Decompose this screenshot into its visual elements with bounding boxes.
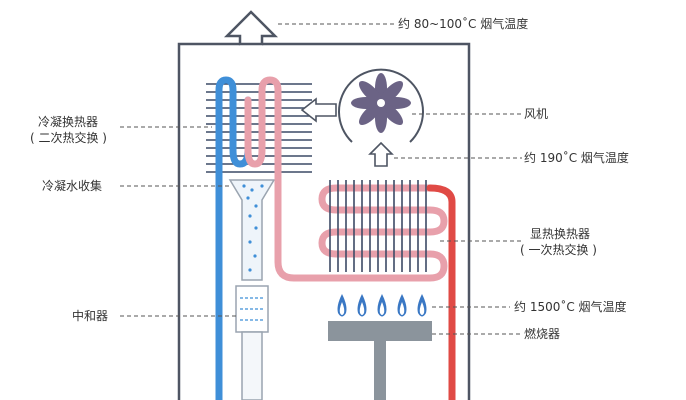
condensate-collector (228, 179, 276, 281)
condensing-hx-label: 冷凝换热器 (38, 114, 98, 129)
warm-water-pipe (244, 76, 448, 282)
leader-lines (120, 23, 522, 335)
hot-water-pipe (426, 184, 456, 400)
burner (328, 321, 432, 400)
cold-water-pipe (215, 76, 252, 400)
flame-temp-label: 约 1500˚C 烟气温度 (514, 299, 627, 314)
neutralizer-label: 中和器 (72, 308, 108, 323)
flame-icon (417, 294, 427, 317)
condensate-collect-label: 冷凝水收集 (42, 178, 102, 193)
flame-icon (397, 294, 407, 317)
airflow-left-arrow-icon (300, 97, 337, 123)
flame-icon (357, 294, 367, 317)
condensing-hx-sublabel: ( 二次热交换 ) (30, 130, 107, 145)
sensible-hx-label: 显热换热器 (530, 227, 590, 241)
exhaust-arrow-icon (223, 10, 279, 46)
boiler-housing (177, 42, 471, 400)
sensible-hx-sublabel: ( 一次热交换 ) (520, 242, 597, 257)
flame-icon (337, 294, 347, 317)
flame-icon (377, 294, 387, 317)
neutralizer (235, 285, 269, 400)
airflow-up-arrow-icon (368, 141, 394, 167)
burner-label: 燃烧器 (524, 326, 560, 341)
fan-temp-label: 约 190˚C 烟气温度 (524, 150, 629, 165)
fan-icon (338, 68, 424, 143)
sensible-heat-exchanger-fins (329, 180, 427, 272)
fan-label: 风机 (524, 107, 548, 121)
exhaust-temp-label: 约 80~100˚C 烟气温度 (398, 16, 528, 31)
